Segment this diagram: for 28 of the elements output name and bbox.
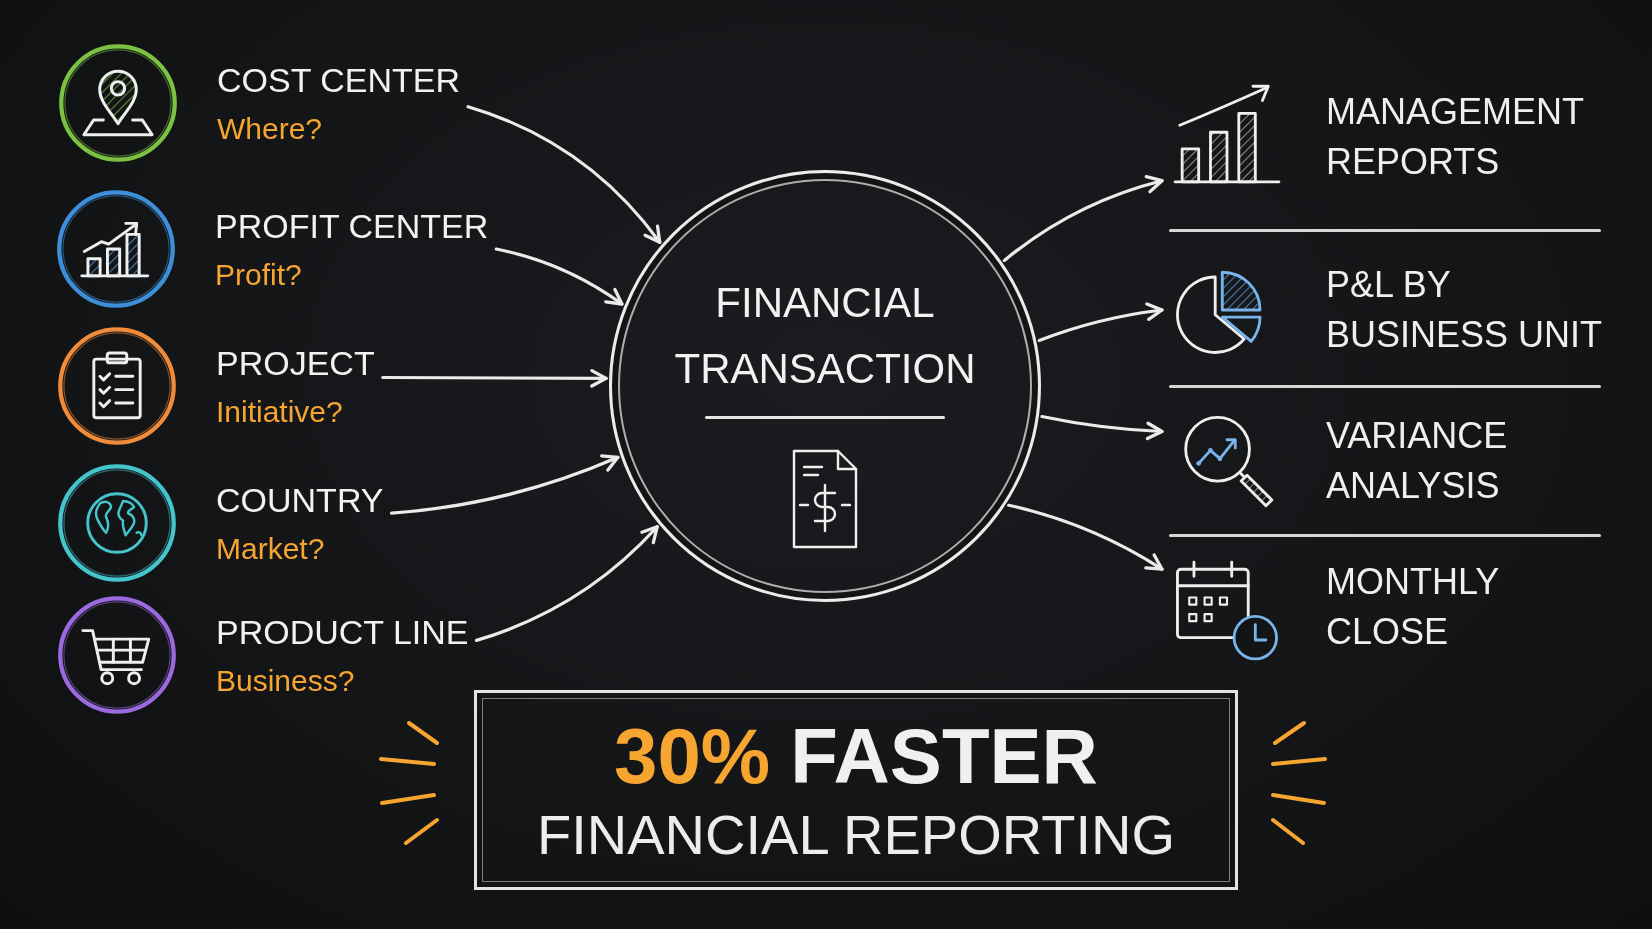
output-label: VARIANCE ANALYSIS <box>1326 414 1509 508</box>
arrow <box>389 454 620 515</box>
subheadline-text: FINANCIAL REPORTING <box>537 803 1175 867</box>
highlight-box <box>474 690 1238 890</box>
output-label: MANAGEMENT REPORTS <box>1326 90 1585 184</box>
item-question: Profit? <box>215 257 303 293</box>
arrow <box>381 369 608 388</box>
item-title: PROFIT CENTER <box>215 206 489 247</box>
arrow <box>494 247 624 306</box>
item-question: Initiative? <box>216 394 344 430</box>
item-title: PRODUCT LINE <box>216 612 469 653</box>
output-label: P&L BY BUSINESS UNIT <box>1326 263 1604 357</box>
headline-text: FASTER <box>790 713 1098 799</box>
hub-title: FINANCIAL TRANSACTION <box>673 278 977 394</box>
arrow <box>474 525 659 642</box>
item-question: Market? <box>216 531 326 567</box>
item-title: COUNTRY <box>216 480 384 521</box>
item-question: Where? <box>217 111 324 147</box>
highlight-figure: 30% <box>614 713 771 799</box>
arrow <box>466 105 662 244</box>
arrow <box>1040 414 1164 441</box>
item-question: Business? <box>216 663 356 699</box>
arrow <box>1007 503 1164 571</box>
output-label: MONTHLY CLOSE <box>1326 560 1500 654</box>
arrow <box>1037 302 1164 343</box>
item-title: PROJECT <box>216 343 375 384</box>
arrow <box>1002 175 1164 262</box>
item-title: COST CENTER <box>217 60 461 101</box>
